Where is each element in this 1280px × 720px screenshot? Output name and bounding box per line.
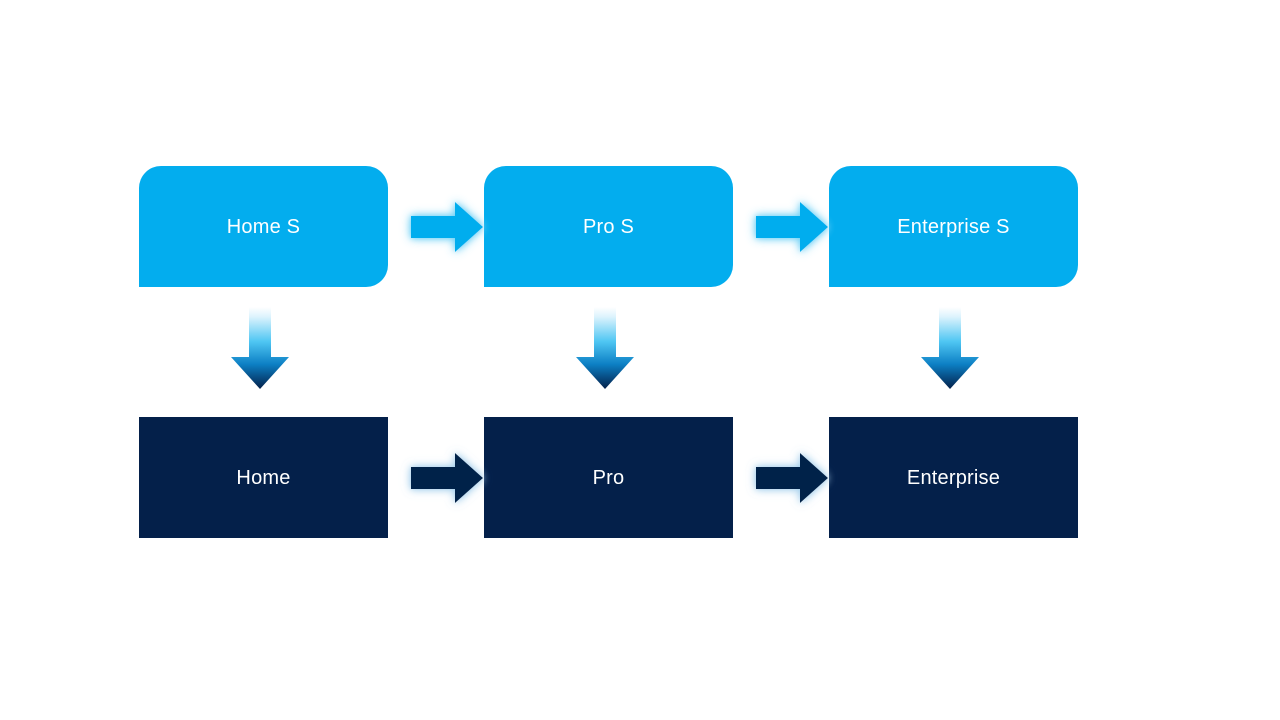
node-label: Enterprise S xyxy=(897,215,1010,238)
arrow-home-to-pro[interactable] xyxy=(403,447,491,509)
node-label: Pro S xyxy=(582,215,635,238)
node-label: Home xyxy=(236,466,291,489)
right-arrow-icon xyxy=(411,453,483,503)
arrow-pro-s-to-enterprise-s[interactable] xyxy=(748,196,836,258)
node-enterprise-s[interactable]: Enterprise S xyxy=(829,166,1078,287)
arrow-home-s-to-home[interactable] xyxy=(227,307,293,391)
node-home[interactable]: Home xyxy=(139,417,388,538)
node-pro-s[interactable]: Pro S xyxy=(484,166,733,287)
node-home-s[interactable]: Home S xyxy=(139,166,388,287)
node-enterprise[interactable]: Enterprise xyxy=(829,417,1078,538)
node-label: Pro xyxy=(592,466,625,489)
arrow-pro-s-to-pro[interactable] xyxy=(572,307,638,391)
down-arrow-icon xyxy=(576,307,634,389)
down-arrow-icon xyxy=(921,307,979,389)
arrow-pro-to-enterprise[interactable] xyxy=(748,447,836,509)
node-pro[interactable]: Pro xyxy=(484,417,733,538)
right-arrow-icon xyxy=(411,202,483,252)
down-arrow-icon xyxy=(231,307,289,389)
right-arrow-icon xyxy=(756,453,828,503)
arrow-enterprise-s-to-enterprise[interactable] xyxy=(917,307,983,391)
node-label: Enterprise xyxy=(906,466,1001,489)
right-arrow-icon xyxy=(756,202,828,252)
arrow-home-s-to-pro-s[interactable] xyxy=(403,196,491,258)
node-label: Home S xyxy=(226,215,301,238)
